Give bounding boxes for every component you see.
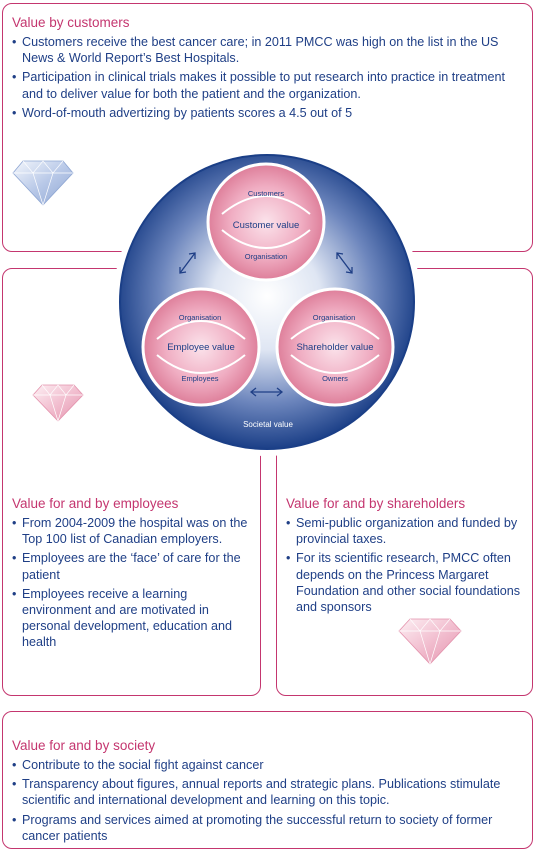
diamond-icon-pink	[398, 618, 462, 666]
list-item: Contribute to the social fight against c…	[12, 757, 524, 773]
diamond-icon-pink	[32, 384, 84, 423]
customers-list: Customers receive the best cancer care; …	[12, 34, 524, 121]
society-list: Contribute to the social fight against c…	[12, 757, 524, 844]
employee-value-bubble: Organisation Employee value Employees	[141, 287, 261, 407]
shareholder-bottom-label: Owners	[322, 374, 348, 383]
list-item: Employees receive a learning environment…	[12, 586, 254, 651]
list-item: Programs and services aimed at promoting…	[12, 812, 524, 844]
double-arrow-icon	[336, 252, 353, 274]
list-item: For its scientific research, PMCC often …	[286, 550, 526, 615]
diamond-icon-blue	[12, 160, 74, 207]
customers-title: Value by customers	[12, 15, 130, 30]
list-item: Customers receive the best cancer care; …	[12, 34, 524, 66]
shareholder-top-label: Organisation	[313, 313, 356, 322]
customer-value-bubble: Customers Customer value Organisation	[206, 162, 326, 282]
employee-top-label: Organisation	[179, 313, 222, 322]
customer-top-label: Customers	[248, 189, 285, 198]
employees-list: From 2004-2009 the hospital was on the T…	[12, 515, 254, 651]
customer-center-label: Customer value	[233, 220, 300, 231]
list-item: From 2004-2009 the hospital was on the T…	[12, 515, 254, 547]
society-title: Value for and by society	[12, 738, 156, 753]
list-item: Transparency about figures, annual repor…	[12, 776, 524, 808]
employees-title: Value for and by employees	[12, 496, 179, 511]
employee-bottom-label: Employees	[181, 374, 218, 383]
list-item: Word-of-mouth advertizing by patients sc…	[12, 105, 524, 121]
double-arrow-icon	[249, 387, 284, 397]
shareholders-list: Semi-public organization and funded by p…	[286, 515, 526, 615]
shareholders-title: Value for and by shareholders	[286, 496, 466, 511]
societal-value-label: Societal value	[243, 420, 293, 429]
society-box: Value for and by society Contribute to t…	[2, 711, 533, 849]
employee-center-label: Employee value	[167, 342, 235, 353]
list-item: Participation in clinical trials makes i…	[12, 69, 524, 101]
shareholder-center-label: Shareholder value	[296, 342, 373, 353]
double-arrow-icon	[179, 252, 196, 274]
customer-bottom-label: Organisation	[245, 252, 288, 261]
customers-box: Value by customers Customers receive the…	[2, 3, 533, 252]
shareholder-value-bubble: Organisation Shareholder value Owners	[275, 287, 395, 407]
list-item: Semi-public organization and funded by p…	[286, 515, 526, 547]
list-item: Employees are the ‘face’ of care for the…	[12, 550, 254, 582]
